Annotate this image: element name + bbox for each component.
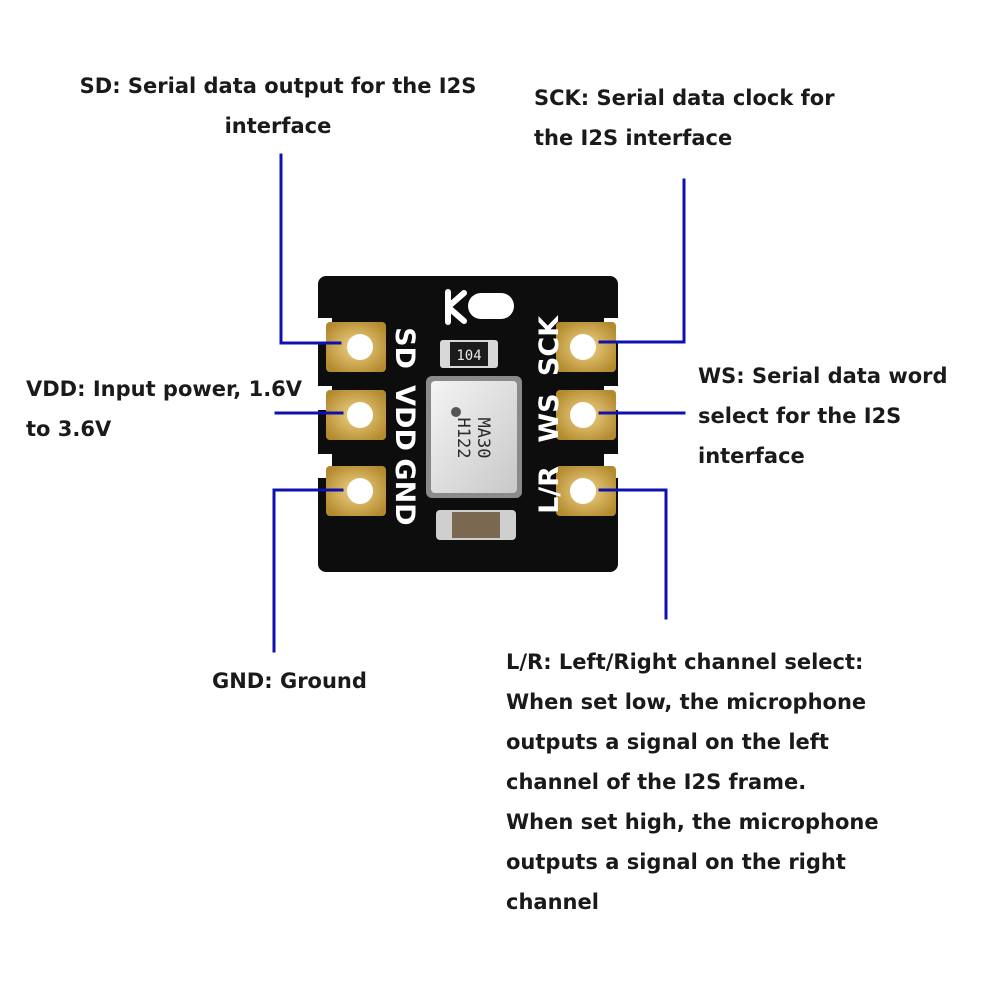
sd-annotation: SD: Serial data output for the I2S inter…	[79, 74, 477, 138]
chip-marking-1: MA30	[473, 418, 493, 459]
silk-label-ws: WS	[534, 393, 565, 442]
pad-vdd	[326, 390, 386, 440]
brand-logo-icon	[445, 289, 514, 325]
resistor-component: 104	[440, 340, 498, 368]
pad-ws	[556, 390, 616, 440]
silk-label-gnd: GND	[389, 458, 420, 525]
sck-annotation: SCK: Serial data clock for the I2S inter…	[534, 86, 835, 150]
capacitor-component	[436, 510, 516, 540]
silk-label-lr: L/R	[534, 466, 565, 514]
silk-label-sd: SD	[389, 327, 420, 369]
vdd-annotation: VDD: Input power, 1.6V to 3.6V	[26, 377, 303, 441]
gnd-annotation: GND: Ground	[212, 669, 367, 693]
silk-label-sck: SCK	[534, 315, 565, 376]
leader-line-gnd	[272, 488, 344, 653]
chip-marking-2: H122	[453, 418, 473, 459]
pad-gnd	[326, 466, 386, 516]
pad-lr	[556, 466, 616, 516]
pad-sck	[556, 322, 616, 372]
resistor-code-text: 104	[456, 348, 481, 364]
ws-annotation: WS: Serial data word select for the I2S …	[698, 364, 948, 468]
leader-line-sd	[279, 153, 342, 345]
leader-line-lr	[598, 488, 668, 620]
lr-annotation: L/R: Left/Right channel select: When set…	[506, 650, 879, 914]
leader-line-sck	[598, 178, 686, 344]
microphone-chip: MA30 H122	[426, 376, 522, 498]
silk-label-vdd: VDD	[389, 385, 420, 451]
pad-sd	[326, 322, 386, 372]
